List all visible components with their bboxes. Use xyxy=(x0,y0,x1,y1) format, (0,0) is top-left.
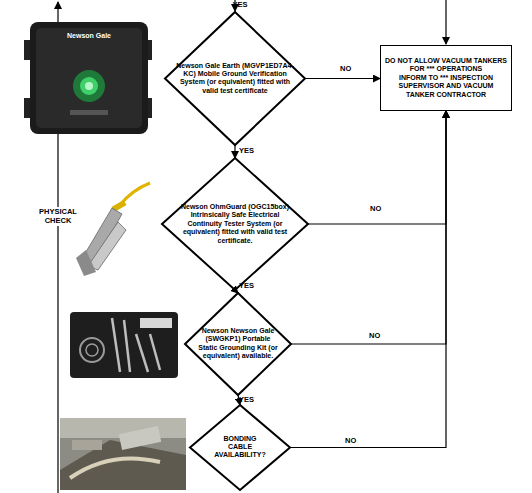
decision-diamond: Newson OhmGuard (OGC15box) Intrinsically… xyxy=(162,158,308,290)
flow-connector xyxy=(234,145,235,158)
flow-connector xyxy=(235,290,238,293)
diamond-shape xyxy=(165,12,305,145)
box-text: DO NOT ALLOW VACUUM TANKERS FOR *** OPER… xyxy=(385,57,507,74)
decision-text: Newson Gale Earth (MGVP1ED7A4-KC) Mobile… xyxy=(176,62,294,96)
device-body xyxy=(30,22,148,134)
decision-text-wrap: BONDING CABLE AVAILABILITY? xyxy=(211,435,269,460)
indicator-light xyxy=(80,77,98,95)
decision-text-wrap: Newson OhmGuard (OGC15box) Intrinsically… xyxy=(174,203,296,245)
indicator-light xyxy=(85,82,93,90)
device-face xyxy=(36,28,142,128)
decision-diamond: BONDING CABLE AVAILABILITY? xyxy=(190,405,290,490)
edge-label: YES xyxy=(239,281,254,290)
photo-part xyxy=(72,440,102,450)
kit-rod xyxy=(124,320,130,372)
flow-connector xyxy=(308,111,446,224)
decision-text-wrap: Newson Newson Gale (SWGKP1) Portable Sta… xyxy=(197,327,279,361)
side-label: YES xyxy=(228,0,252,9)
decision-diamond: Newson Newson Gale (SWGKP1) Portable Sta… xyxy=(185,293,291,395)
clamp-tip xyxy=(76,250,96,276)
diamond-shape xyxy=(162,158,308,290)
clamp-tester xyxy=(76,183,150,276)
diamond-shape xyxy=(190,405,290,490)
clamp-jaw xyxy=(88,222,126,270)
decision-text: Newson OhmGuard (OGC15box) Intrinsically… xyxy=(174,203,296,245)
grounding-kit xyxy=(70,312,178,378)
flow-connector xyxy=(305,78,380,79)
kit-cable xyxy=(80,338,104,362)
edge-label: NO xyxy=(369,331,380,340)
incoming-line xyxy=(445,0,446,44)
flow-connector xyxy=(290,111,446,448)
decision-text-wrap: Newson Gale Earth (MGVP1ED7A4-KC) Mobile… xyxy=(176,62,294,96)
ground-verification-device xyxy=(24,22,152,134)
kit-rod xyxy=(136,334,148,372)
indicator-light xyxy=(73,70,105,102)
edge-label: YES xyxy=(239,146,254,155)
kit-cable xyxy=(86,344,98,356)
photo-cable xyxy=(70,458,160,478)
decision-diamond: Newson Gale Earth (MGVP1ED7A4-KC) Mobile… xyxy=(165,12,305,145)
edge-label: YES xyxy=(239,395,254,404)
kit-logo xyxy=(140,318,172,328)
device-brand: Newson Gale xyxy=(52,32,126,41)
kit-rod xyxy=(150,334,160,370)
kit-pouch xyxy=(70,312,178,378)
photo-clamp xyxy=(119,426,161,450)
photo-background xyxy=(60,418,186,490)
edge-label: NO xyxy=(345,436,356,445)
side-label: PHYSICAL CHECK xyxy=(34,207,82,226)
bonding-cable-photo xyxy=(60,418,186,490)
box-text: INFORM TO *** INSPECTION SUPERVISOR AND … xyxy=(385,74,507,100)
edge-label: NO xyxy=(340,64,351,73)
kit-rod xyxy=(112,318,120,372)
device-plate xyxy=(70,110,108,115)
flow-connector xyxy=(291,111,446,344)
process-box: DO NOT ALLOW VACUUM TANKERS FOR *** OPER… xyxy=(380,45,512,111)
edge-label: NO xyxy=(370,204,381,213)
decision-text: BONDING CABLE AVAILABILITY? xyxy=(211,435,269,460)
diamond-shape xyxy=(185,293,291,395)
decision-text: Newson Newson Gale (SWGKP1) Portable Sta… xyxy=(197,327,279,361)
